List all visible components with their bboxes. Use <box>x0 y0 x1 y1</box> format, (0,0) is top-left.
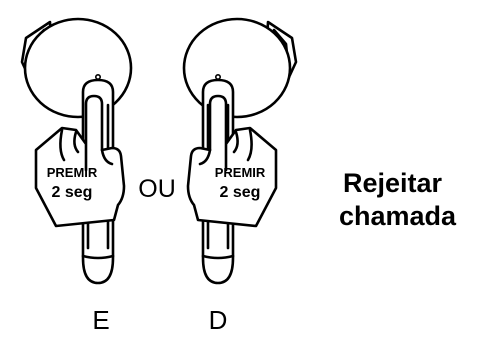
or-label: OU <box>138 175 176 203</box>
left-press-word: PREMIR <box>47 165 98 180</box>
right-press-word: PREMIR <box>215 165 266 180</box>
left-earbud-group: PREMIR 2 seg E <box>20 17 133 335</box>
right-side-label: D <box>209 305 228 335</box>
right-earbud-group: PREMIR 2 seg D <box>182 17 298 335</box>
action-label-line2: chamada <box>339 201 457 231</box>
left-pointing-hand-icon <box>34 94 126 228</box>
left-side-label: E <box>92 305 109 335</box>
right-press-duration: 2 seg <box>220 184 261 201</box>
action-label-line1: Rejeitar <box>343 168 443 198</box>
right-pointing-hand-icon <box>186 94 278 228</box>
left-press-duration: 2 seg <box>52 184 93 201</box>
